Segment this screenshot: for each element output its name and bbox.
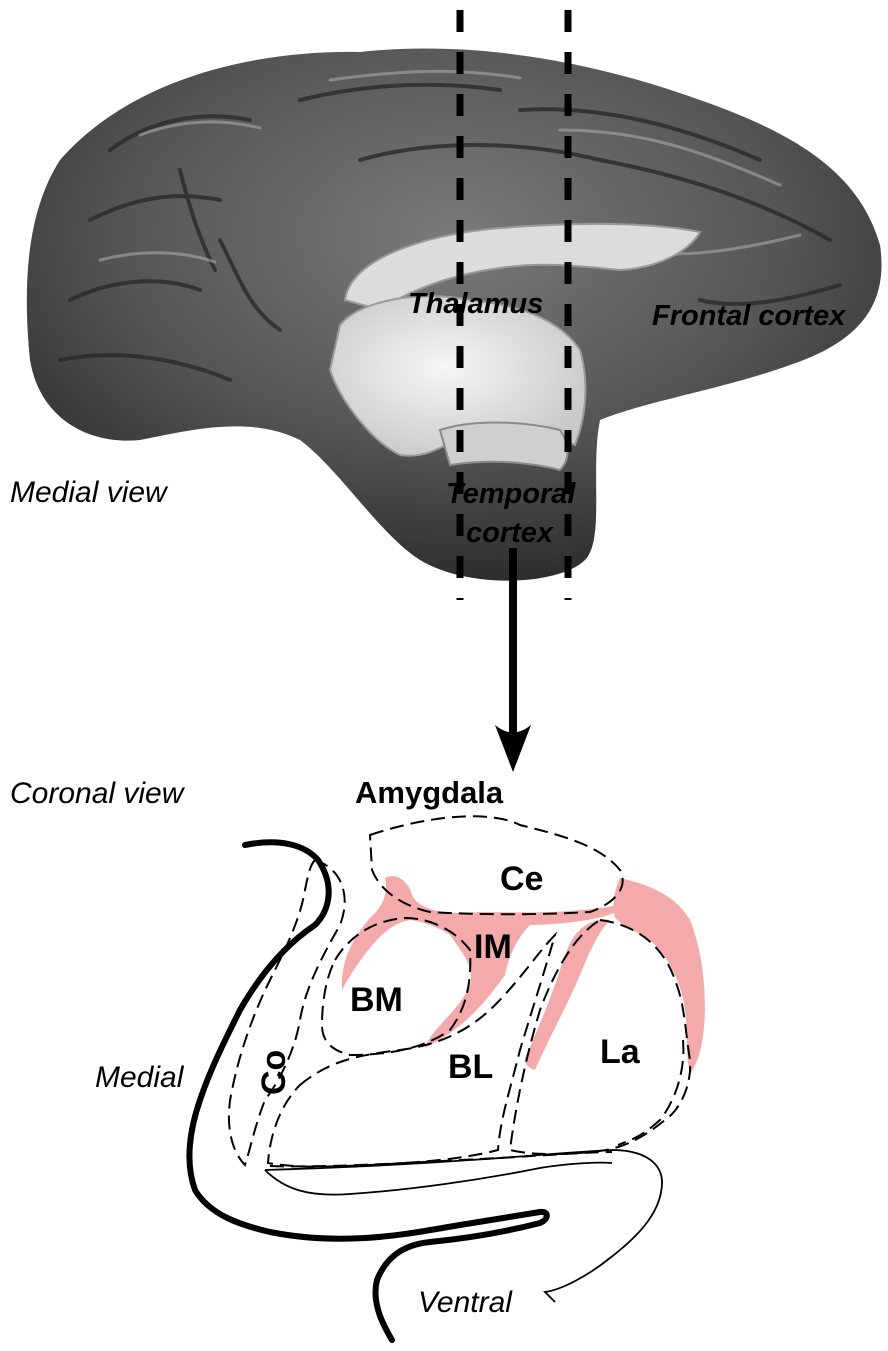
thalamus-label: Thalamus <box>408 288 543 320</box>
medial-label: Medial <box>95 1061 185 1094</box>
frontal-cortex-label: Frontal cortex <box>652 300 847 332</box>
la-label: La <box>600 1033 641 1071</box>
intercalated-masses <box>342 876 705 1074</box>
nuclei-outlines <box>229 816 690 1166</box>
ce-label: Ce <box>500 860 543 898</box>
coronal-view-label: Coronal view <box>10 777 186 810</box>
amygdala-title: Amygdala <box>355 775 504 810</box>
co-label: Co <box>255 1050 293 1095</box>
temporal-cortex-label-line1: Temporal <box>446 478 576 510</box>
medial-view-label: Medial view <box>10 476 169 509</box>
ventral-label: Ventral <box>418 1286 513 1319</box>
bm-label: BM <box>350 981 403 1019</box>
im-label: IM <box>474 928 512 966</box>
bl-label: BL <box>448 1048 493 1086</box>
temporal-cortex-label-line2: cortex <box>466 517 555 549</box>
down-arrow-icon <box>495 548 531 772</box>
